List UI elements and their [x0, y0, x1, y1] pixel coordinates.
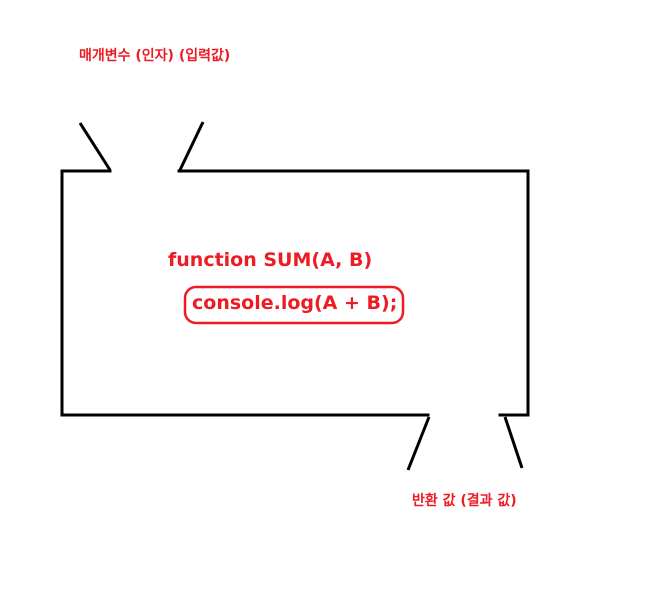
function-box-outline [60, 169, 530, 417]
output-arrow-right-line [503, 416, 524, 469]
input-arrow-right-line [178, 121, 205, 171]
return-value-label: 반환 값 (결과 값) [412, 493, 517, 509]
body-highlight-outline [183, 285, 405, 325]
output-arrow-left-line [406, 416, 431, 471]
input-arrow-left-line [78, 122, 112, 171]
function-signature-text: function SUM(A, B) [168, 249, 373, 271]
parameters-label: 매개변수 (인자) (입력값) [79, 48, 231, 64]
body-statement-text: console.log(A + B); [192, 292, 398, 314]
